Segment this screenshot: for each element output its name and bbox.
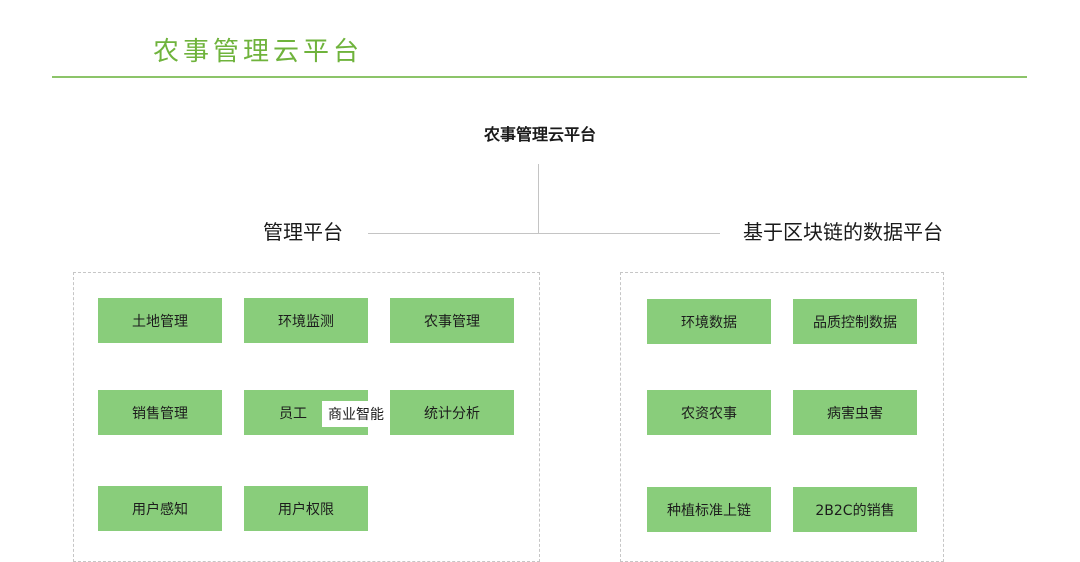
node-statistical-analysis: 统计分析 [390,390,514,435]
node-farming-management: 农事管理 [390,298,514,343]
page-title: 农事管理云平台 [153,37,364,67]
branch-connector-horizontal [368,233,720,234]
title-divider [52,76,1027,78]
node-business-intelligence: 商业智能 [322,401,390,427]
branch-title-blockchain: 基于区块链的数据平台 [743,220,943,244]
node-user-perception: 用户感知 [98,486,222,531]
node-user-permissions: 用户权限 [244,486,368,531]
node-agri-inputs-farming: 农资农事 [647,390,771,435]
node-pests-diseases: 病害虫害 [793,390,917,435]
node-2b2c-sales: 2B2C的销售 [793,487,917,532]
node-environment-monitoring: 环境监测 [244,298,368,343]
node-sales-management: 销售管理 [98,390,222,435]
node-environment-data: 环境数据 [647,299,771,344]
root-node: 农事管理云平台 [483,125,596,144]
root-connector-vertical [538,164,539,233]
node-quality-control-data: 品质控制数据 [793,299,917,344]
node-planting-standards-on-chain: 种植标准上链 [647,487,771,532]
node-land-management: 土地管理 [98,298,222,343]
branch-title-management: 管理平台 [263,220,343,244]
